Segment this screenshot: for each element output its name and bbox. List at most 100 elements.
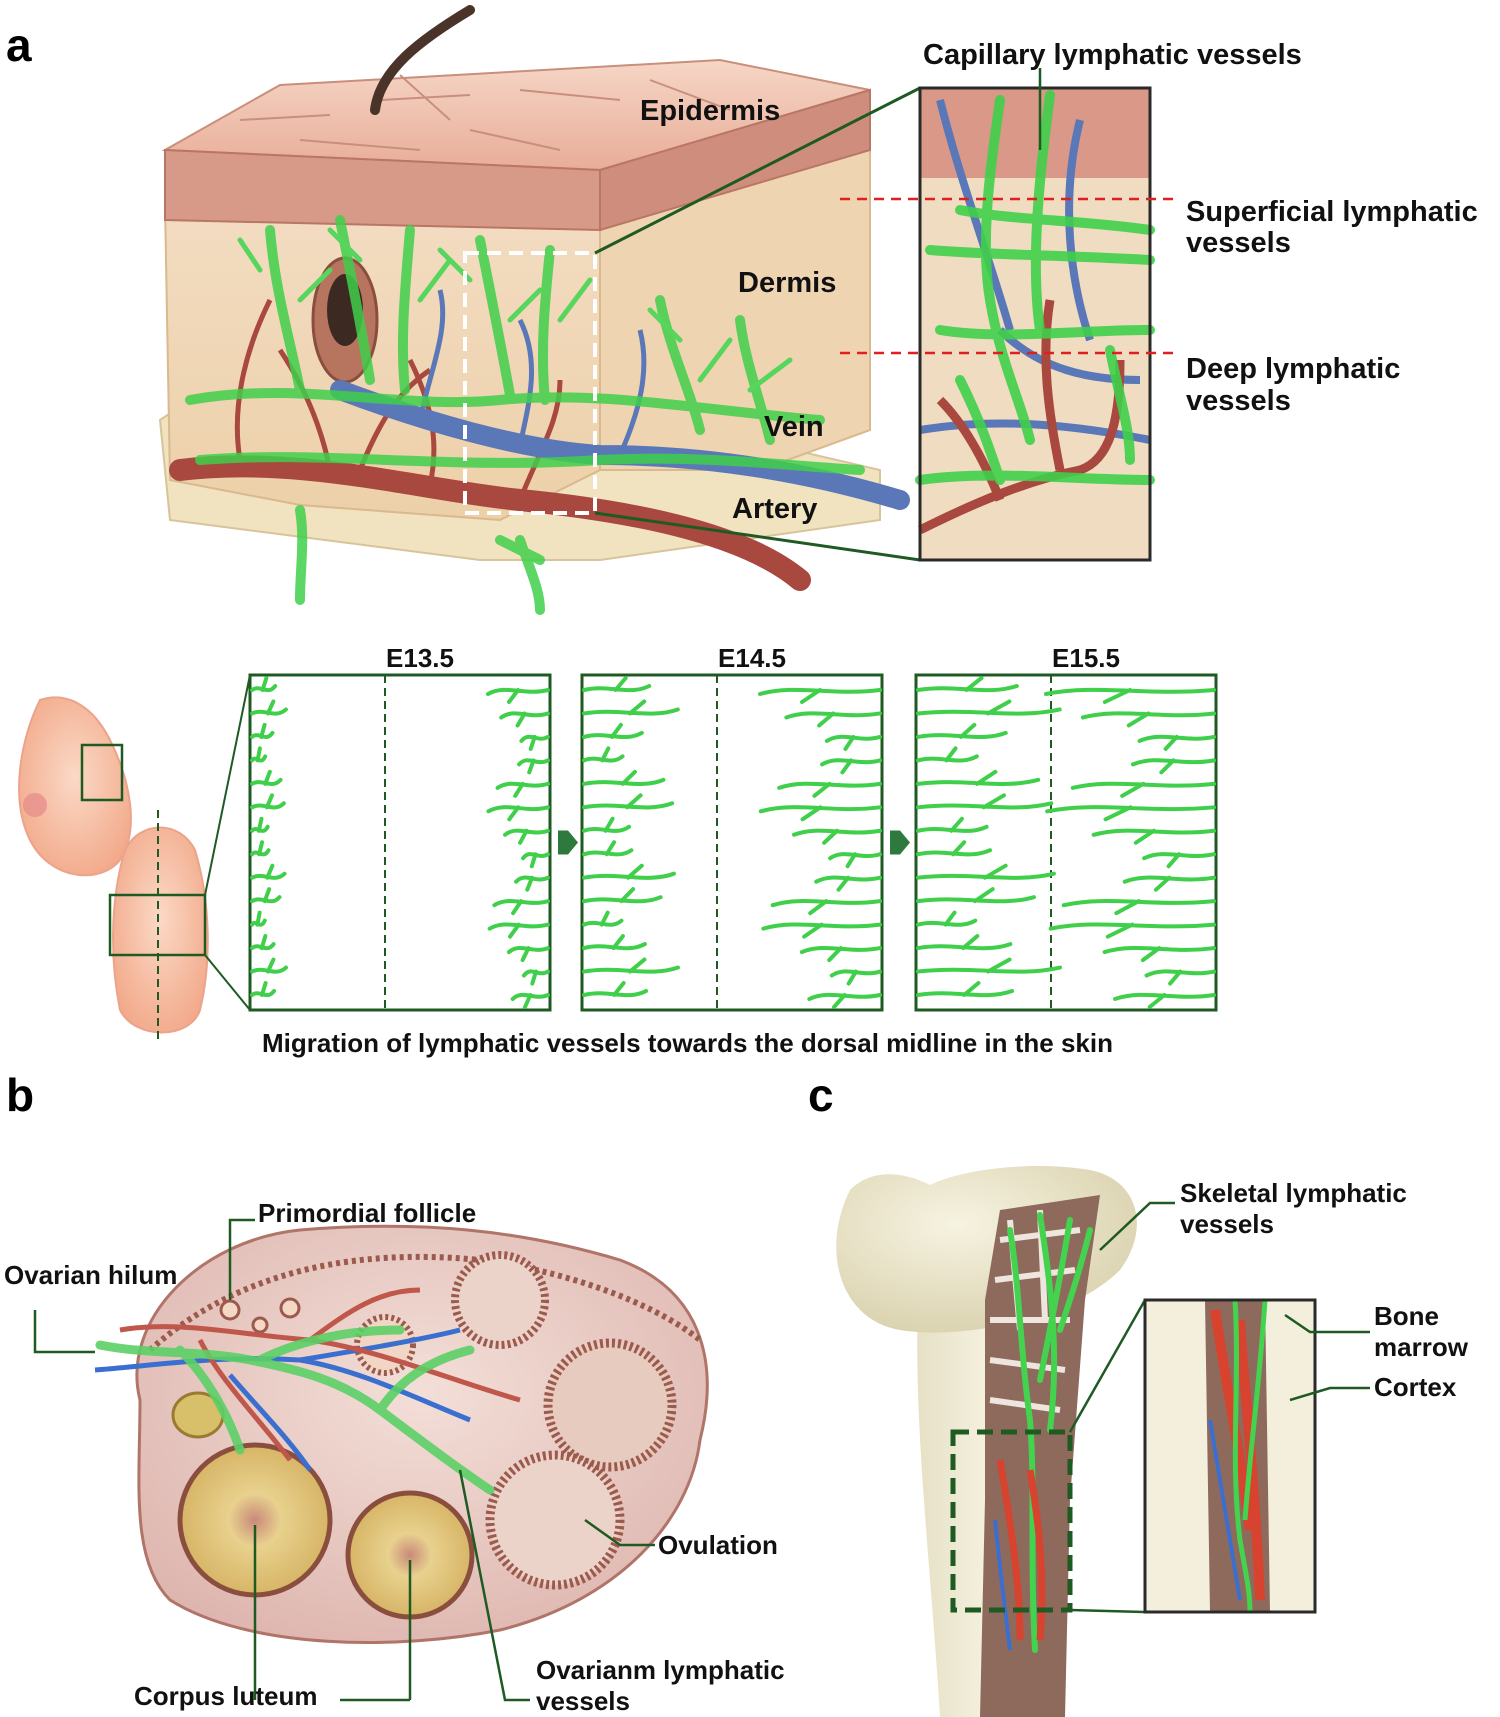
lymphatic-sprout-right xyxy=(799,945,882,963)
lymphatic-network xyxy=(185,215,865,615)
lymphatic-sprout-left xyxy=(250,769,283,786)
lymphatic-sprout-left xyxy=(250,957,288,974)
lymphatic-sprout-right xyxy=(521,852,550,869)
lymphatic-sprout-left xyxy=(916,981,1015,998)
stage-arrow-2 xyxy=(890,830,910,855)
stage-label-e15-5: E15.5 xyxy=(1052,643,1120,673)
lymphatic-sprout-right xyxy=(514,875,550,892)
ovulation-label: Ovulation xyxy=(658,1530,778,1560)
ovary-top-surface xyxy=(147,1253,702,1353)
lymphatic-sprout-left xyxy=(582,746,625,763)
embryo-zoom-top xyxy=(204,674,251,896)
bone-illustration xyxy=(836,1165,1370,1717)
marrow-section xyxy=(980,1195,1100,1717)
artery-label: Artery xyxy=(732,493,818,525)
stage-arrow-1 xyxy=(558,830,578,855)
lymphatic-fine xyxy=(237,227,793,393)
inset-detail xyxy=(840,68,1180,562)
dermis-label: Dermis xyxy=(738,267,837,299)
lymphatic-sprout-right xyxy=(770,899,882,916)
bone-inset-lymphatics xyxy=(1232,1299,1268,1613)
lymphatic-sprout-left xyxy=(916,816,989,833)
bone-inset-frame xyxy=(1143,1298,1317,1614)
lymphatic-sprout-right xyxy=(814,875,882,892)
lymphatic-sprout-right xyxy=(1142,852,1216,869)
embryo-dorsal-box xyxy=(108,893,207,957)
lymphatic-sprout-right xyxy=(506,945,550,963)
deep-label-line2: vessels xyxy=(1186,385,1291,417)
cortex-label: Cortex xyxy=(1374,1372,1457,1402)
lymphatic-sprout-left xyxy=(582,957,680,974)
bone-red-vessels xyxy=(996,1459,1046,1641)
lymphatic-sprout-right xyxy=(824,734,882,751)
lymphatic-sprout-right xyxy=(503,828,550,845)
lymphatic-sprout-right xyxy=(1091,828,1216,845)
lymphatic-sprout-left xyxy=(250,746,268,763)
inset-lymphatics xyxy=(915,90,1155,485)
lymphatic-sprout-left xyxy=(582,863,676,880)
lymphatic-sprout-right xyxy=(492,899,550,916)
inset-frame xyxy=(918,86,1152,562)
zoom-region-box xyxy=(463,251,597,515)
lymphatic-sprout-right xyxy=(1044,687,1216,704)
lymphatic-sprout-right xyxy=(1048,922,1216,939)
lymphatic-sprout-right xyxy=(510,992,550,1009)
bone-zoom-box xyxy=(950,1429,1073,1613)
lymphatic-sprout-right xyxy=(758,805,882,822)
lymphatic-sprout-left xyxy=(916,793,1054,810)
lymphatic-sprout-right xyxy=(495,781,550,798)
lymphatic-sprout-left xyxy=(582,816,632,833)
lymphatic-sprout-right xyxy=(792,828,882,845)
ovarian-lymph-leader xyxy=(458,1469,530,1702)
epidermis-cells xyxy=(239,74,731,151)
stage-label-e14-5: E14.5 xyxy=(718,643,786,673)
migration-caption: Migration of lymphatic vessels towards t… xyxy=(262,1028,1113,1058)
embryo-zoom-bottom xyxy=(204,954,251,1011)
primordial-follicle-3 xyxy=(279,1297,301,1319)
skeletal-leader xyxy=(1099,1201,1175,1251)
antral-follicle-right xyxy=(543,1338,677,1472)
epidermis-label: Epidermis xyxy=(640,95,781,127)
superficial-label-line2: vessels xyxy=(1186,227,1291,259)
bone-marrow-label-line1: Bone xyxy=(1374,1301,1439,1331)
stage-panels xyxy=(248,673,1218,1012)
ovary-illustration xyxy=(33,1218,709,1702)
corpus-luteum-leader xyxy=(253,1525,412,1702)
lymphatic-sprout-right xyxy=(777,781,882,798)
panel-letter-c: c xyxy=(808,1069,834,1121)
bone-marrow-leader xyxy=(1284,1313,1370,1334)
hair-shaft xyxy=(370,5,475,115)
primordial-follicle-2 xyxy=(251,1316,269,1334)
antral-follicle-top xyxy=(451,1251,549,1349)
hilum-leader xyxy=(33,1310,95,1354)
lymphatic-sprout-right xyxy=(1122,875,1216,892)
bone-blue-vessels xyxy=(993,1519,1012,1651)
primordial-follicle-1 xyxy=(219,1299,241,1321)
lymphatic-sprout-left xyxy=(582,699,680,716)
capillary-label: Capillary lymphatic vessels xyxy=(923,39,1302,71)
lymphatic-sprout-left xyxy=(916,769,1041,786)
lymphatic-sprout-right xyxy=(820,758,882,775)
deep-label-line1: Deep lymphatic xyxy=(1186,353,1401,385)
lymphatic-sprout-left xyxy=(582,887,663,904)
lymphatic-sprout-right xyxy=(828,852,882,869)
panel-letter-a: a xyxy=(6,19,32,71)
lymphatic-sprout-left xyxy=(582,793,675,810)
lymphatic-sprout-left xyxy=(250,863,287,880)
lymphatic-sprout-left xyxy=(916,722,1008,740)
lymphatic-sprout-right xyxy=(1080,711,1216,728)
lymphatic-sprout-right xyxy=(517,758,550,775)
vein-label: Vein xyxy=(764,411,824,443)
ovarian-hilum-label: Ovarian hilum xyxy=(4,1260,178,1290)
bone-marrow-label-line2: marrow xyxy=(1374,1332,1468,1362)
bone-inset-blue xyxy=(1208,1419,1242,1601)
stage-label-e13-5: E13.5 xyxy=(386,643,454,673)
lymphatic-sprout-left xyxy=(916,699,1062,716)
lymphatic-sprout-right xyxy=(519,734,550,751)
lymphatic-sprout-left xyxy=(582,910,624,927)
embryo-dorsal-view xyxy=(112,826,209,1034)
panel-letter-b: b xyxy=(6,1069,35,1121)
bone-zoom-connector-bottom xyxy=(1069,1608,1146,1614)
